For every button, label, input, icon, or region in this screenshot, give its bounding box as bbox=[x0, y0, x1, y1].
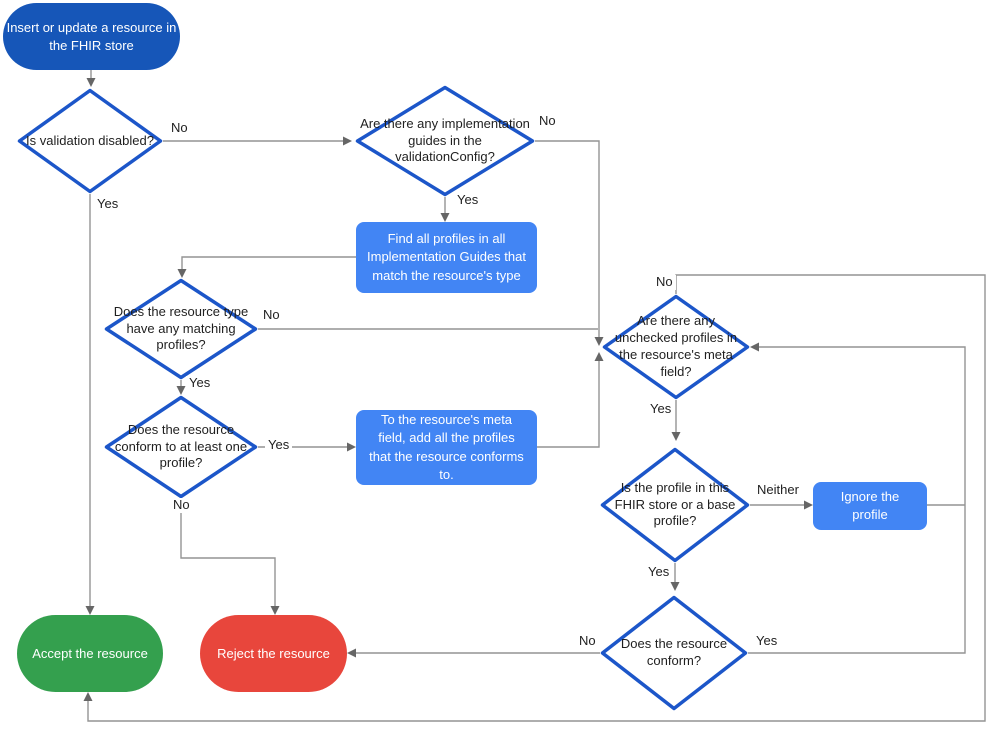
edge-impguides-yes bbox=[440, 197, 450, 222]
diamond-shape bbox=[600, 447, 750, 563]
edge-validation-yes bbox=[85, 194, 95, 615]
node-resource-conform: Does the resource conform? bbox=[600, 595, 748, 711]
edge-conform1-no bbox=[180, 499, 280, 615]
edge-matching-yes bbox=[176, 380, 186, 395]
edge-start-to-validation bbox=[86, 70, 96, 87]
node-implementation-guides: Are there any implementation guides in t… bbox=[355, 85, 535, 197]
node-conform-one-profile: Does the resource conform to at least on… bbox=[104, 395, 258, 499]
node-validation-disabled-label: Is validation disabled? bbox=[26, 132, 154, 148]
node-accept-label: Accept the resource bbox=[32, 645, 148, 661]
edge-findprofiles-to-matching bbox=[177, 256, 357, 278]
edge-validation-no bbox=[163, 136, 352, 146]
edge-label-conform2-yes: Yes bbox=[753, 633, 781, 649]
node-add-to-meta-label: To the resource's meta field, add all th… bbox=[369, 412, 524, 482]
edge-label-conform1-no: No bbox=[170, 497, 193, 513]
node-profile-in-store-label: Is the profile in this FHIR store or a b… bbox=[614, 479, 736, 529]
edge-impguides-no bbox=[535, 140, 604, 346]
node-matching-profiles: Does the resource type have any matching… bbox=[104, 278, 258, 380]
diamond-shape bbox=[600, 595, 748, 711]
node-ignore-profile-label: Ignore the profile bbox=[840, 488, 900, 522]
node-resource-conform-label: Does the resource conform? bbox=[620, 636, 728, 668]
edge-label-unchecked-no: No bbox=[653, 274, 676, 290]
diamond-shape bbox=[104, 395, 258, 499]
node-validation-disabled: Is validation disabled? bbox=[17, 88, 163, 194]
edge-label-impguides-no: No bbox=[536, 113, 559, 129]
node-find-profiles-label: Find all profiles in all Implementation … bbox=[367, 231, 526, 283]
node-unchecked-profiles: Are there any unchecked profiles in the … bbox=[602, 294, 750, 400]
edge-addtometa-to-unchecked bbox=[537, 352, 604, 448]
node-matching-profiles-label: Does the resource type have any matching… bbox=[113, 303, 249, 353]
edge-label-matching-no: No bbox=[260, 307, 283, 323]
node-reject-label: Reject the resource bbox=[217, 645, 330, 661]
edge-label-matching-yes: Yes bbox=[186, 375, 214, 391]
edge-label-validation-yes: Yes bbox=[94, 196, 122, 212]
edge-label-validation-no: No bbox=[168, 120, 191, 136]
node-find-profiles: Find all profiles in all Implementation … bbox=[356, 222, 537, 293]
node-implementation-guides-label: Are there any implementation guides in t… bbox=[360, 115, 530, 165]
edge-profile-neither bbox=[750, 500, 813, 510]
node-unchecked-profiles-label: Are there any unchecked profiles in the … bbox=[614, 313, 738, 379]
diamond-shape bbox=[355, 85, 535, 197]
edge-label-profile-neither: Neither bbox=[754, 482, 802, 498]
diamond-shape bbox=[602, 294, 750, 400]
edge-label-conform2-no: No bbox=[576, 633, 599, 649]
edge-label-impguides-yes: Yes bbox=[454, 192, 482, 208]
node-conform-one-profile-label: Does the resource conform to at least on… bbox=[114, 421, 248, 471]
node-profile-in-store: Is the profile in this FHIR store or a b… bbox=[600, 447, 750, 563]
node-reject: Reject the resource bbox=[200, 615, 347, 692]
node-ignore-profile: Ignore the profile bbox=[813, 482, 927, 530]
diamond-shape bbox=[17, 88, 163, 194]
edge-label-conform1-yes: Yes bbox=[265, 437, 293, 453]
node-add-to-meta: To the resource's meta field, add all th… bbox=[356, 410, 537, 485]
edge-label-profile-yes: Yes bbox=[645, 564, 673, 580]
edge-conform2-no bbox=[347, 648, 600, 658]
node-start: Insert or update a resource in the FHIR … bbox=[3, 3, 180, 70]
edge-label-unchecked-yes: Yes bbox=[647, 401, 675, 417]
node-start-label: Insert or update a resource in the FHIR … bbox=[6, 19, 177, 53]
diamond-shape bbox=[104, 278, 258, 380]
node-accept: Accept the resource bbox=[17, 615, 163, 692]
